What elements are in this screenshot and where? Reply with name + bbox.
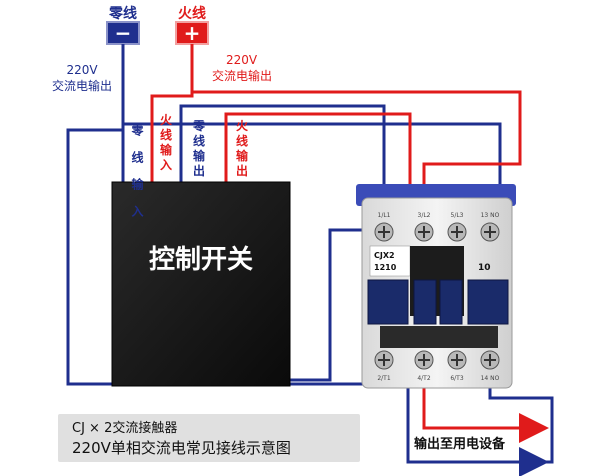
neutral-power-source: 零线 − — [106, 5, 140, 45]
switch-title: 控制开关 — [149, 245, 253, 275]
neutral-voltage-label: 220V — [66, 63, 98, 77]
live-output-wire — [224, 112, 412, 230]
coil-wire — [288, 228, 384, 382]
terminal-3l2: 3/L2 — [418, 212, 431, 219]
contactor-code: 1210 — [374, 263, 397, 272]
live-top-wire — [190, 80, 522, 230]
neutral-output-wire — [179, 104, 386, 230]
contactor-cjx2: 1/L1 3/L2 5/L3 13 NO CJX2 1210 10 2/T1 4… — [356, 184, 516, 389]
terminal-6t3: 6/T3 — [450, 375, 464, 382]
caption-line-2: 220V单相交流电常见接线示意图 — [72, 439, 291, 457]
live-title: 火线 — [178, 5, 206, 22]
neutral-desc-label: 交流电输出 — [52, 78, 112, 93]
contactor-model: CJX2 — [374, 251, 395, 260]
contactor-rating: 10 — [478, 263, 491, 273]
terminal-label-live-in: 火线输入 — [160, 113, 173, 172]
control-switch-box: 控制开关 — [111, 181, 291, 387]
output-neutral-wire-2 — [406, 372, 549, 476]
plus-icon: + — [184, 21, 201, 45]
neutral-title: 零线 — [108, 5, 137, 22]
terminal-13no: 13 NO — [481, 212, 500, 219]
output-live-wire — [422, 370, 549, 443]
terminal-label-neutral-in: 零线输入 — [130, 124, 144, 218]
caption-line-1: CJ × 2交流接触器 — [72, 421, 178, 436]
terminal-2t1: 2/T1 — [377, 375, 391, 382]
live-power-source: 火线 + — [175, 5, 209, 45]
terminal-label-live-out: 火线输出 — [236, 119, 249, 178]
terminal-1l1: 1/L1 — [378, 212, 391, 219]
live-voltage-label: 220V — [226, 53, 258, 67]
terminal-14no: 14 NO — [481, 375, 500, 382]
terminal-4t2: 4/T2 — [417, 375, 431, 382]
live-main-wire — [150, 44, 194, 184]
minus-icon: − — [115, 21, 132, 45]
top-terminals: 1/L1 3/L2 5/L3 13 NO — [374, 212, 500, 242]
live-desc-label: 交流电输出 — [212, 68, 272, 83]
terminal-5l3: 5/L3 — [451, 212, 464, 219]
terminal-label-neutral-out: 零线输出 — [192, 119, 206, 178]
caption-box — [58, 414, 360, 462]
bottom-terminals: 2/T1 4/T2 6/T3 14 NO — [374, 350, 500, 382]
switch-terminal-labels: 零线输入 火线输入 零线输出 火线输出 — [130, 113, 249, 218]
output-label: 输出至用电设备 — [414, 437, 506, 452]
